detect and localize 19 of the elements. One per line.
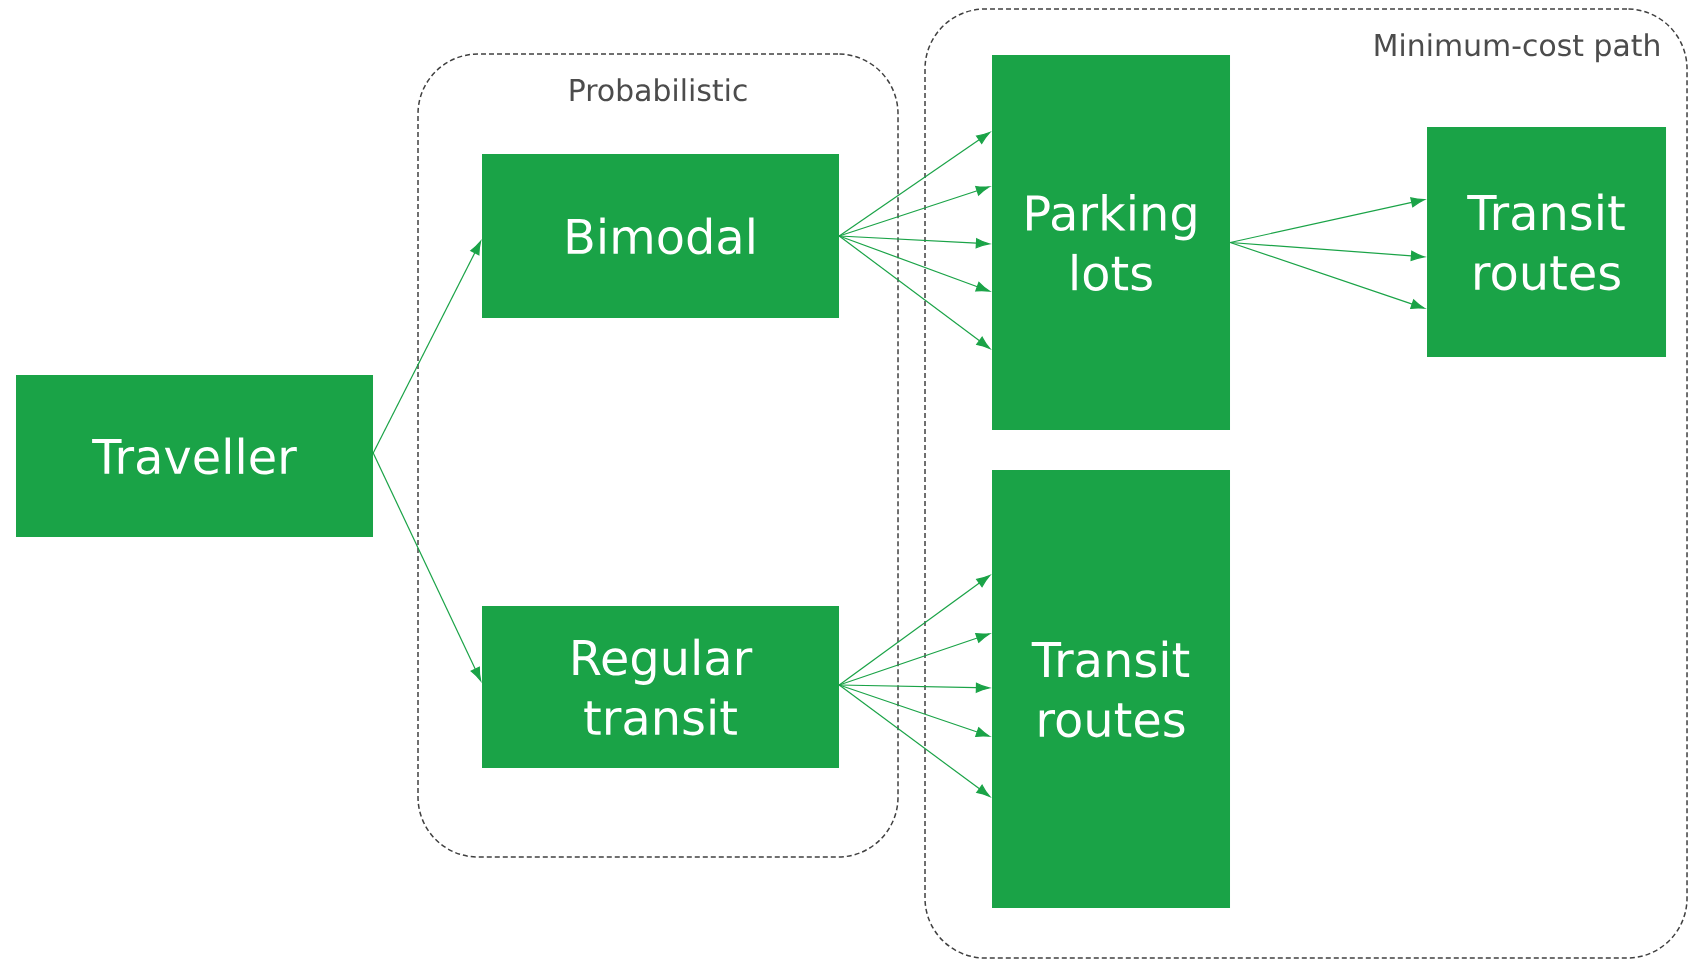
arrow <box>838 684 991 797</box>
process-box: Transit routes <box>1427 127 1666 357</box>
arrow <box>838 235 990 249</box>
arrow <box>372 452 482 682</box>
arrow <box>838 235 990 292</box>
arrow <box>1229 197 1425 244</box>
arrow <box>838 575 991 686</box>
process-box: Bimodal <box>482 154 839 318</box>
arrow <box>1229 241 1425 309</box>
process-box: Transit routes <box>992 470 1230 908</box>
process-box: Traveller <box>16 375 373 537</box>
process-box: Regular transit <box>482 606 839 768</box>
arrow <box>1229 241 1425 261</box>
arrow <box>838 235 991 349</box>
arrow <box>838 682 990 693</box>
process-box: Parking lots <box>992 55 1230 430</box>
arrow <box>838 684 990 737</box>
arrow <box>838 131 991 237</box>
arrow <box>372 240 482 454</box>
